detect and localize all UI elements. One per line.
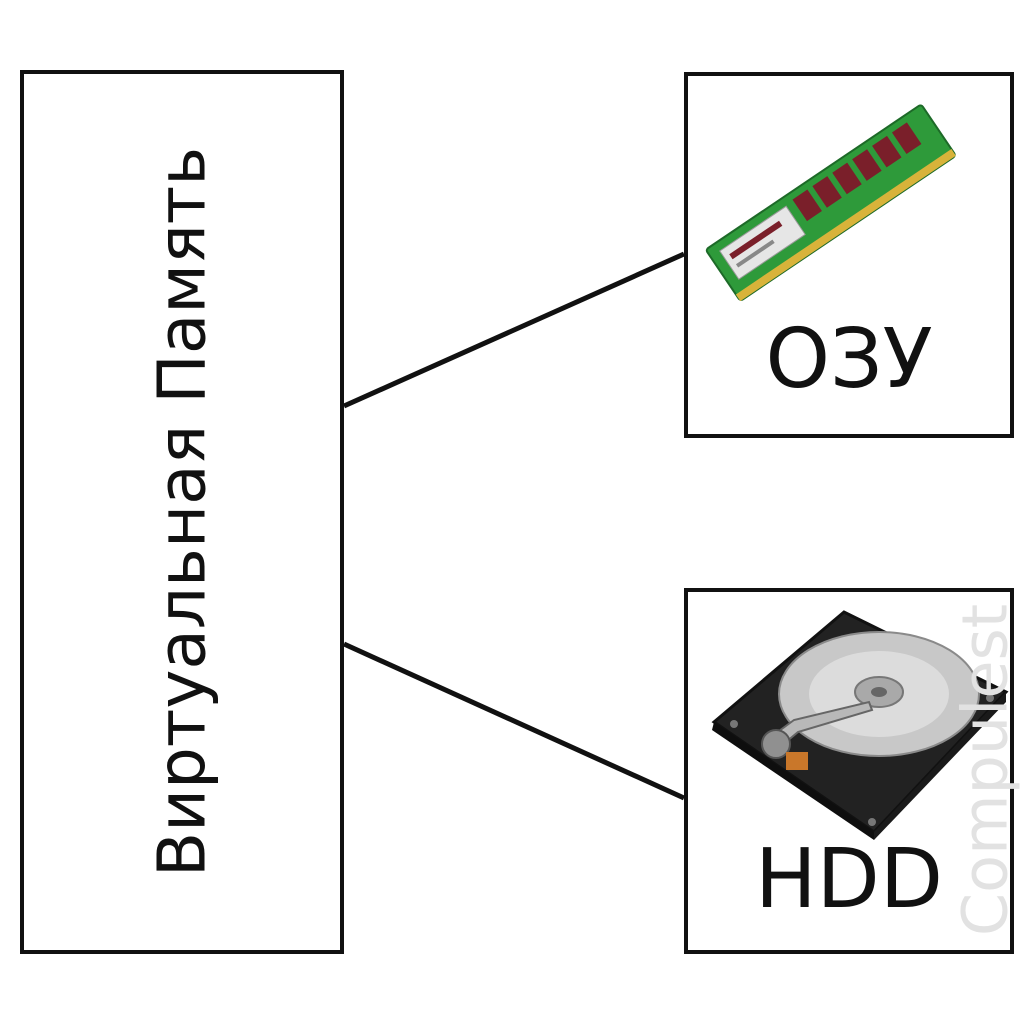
watermark: Compulest — [948, 603, 1022, 937]
ram-box: ОЗУ — [684, 72, 1014, 438]
virtual-memory-label: Виртуальная Память — [143, 146, 221, 878]
hdd-box: HDD — [684, 588, 1014, 954]
connector-vm-to-hdd — [342, 641, 686, 801]
connector-vm-to-ram — [342, 251, 686, 409]
hard-drive-icon — [711, 610, 1009, 840]
ram-module-icon — [705, 104, 956, 302]
ram-label: ОЗУ — [765, 312, 933, 407]
virtual-memory-box: Виртуальная Память — [20, 70, 344, 954]
hdd-label: HDD — [755, 832, 943, 927]
